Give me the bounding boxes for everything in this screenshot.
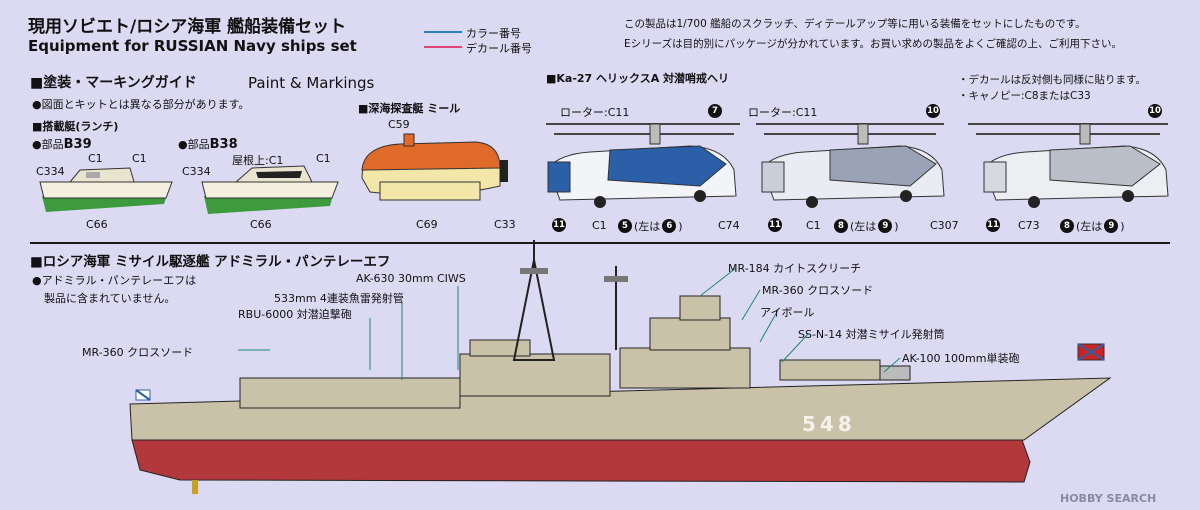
heli-heading: ■Ka-27 ヘリックスA 対潜哨戒ヘリ [546,72,730,85]
b39-label-c1b: C1 [132,152,147,165]
ship-label-ak630: AK-630 30mm CIWS [356,272,466,285]
sub-mir-drawing [361,133,508,201]
sub-label-c33: C33 [494,218,516,231]
page-title-en: Equipment for RUSSIAN Navy ships set [28,37,357,55]
heli-1-label-c1: C1 [592,219,607,232]
b39-label-c1a: C1 [88,152,103,165]
heli-3-drawing [968,123,1169,208]
ship-label-eyeball: アイボール [760,306,815,319]
b38-label-c334: C334 [182,165,211,178]
sub-label-c59: C59 [388,118,410,131]
ship-label-mr360-a: MR-360 クロスソード [82,346,194,359]
heli-3-label-c73: C73 [1018,219,1040,232]
ship-label-rbu: RBU-6000 対潜迫撃砲 [238,308,352,321]
ship-heading: ■ロシア海軍 ミサイル駆逐艦 アドミラル・パンテレーエフ [30,254,391,270]
ship-label-mr184: MR-184 カイトスクリーチ [728,262,862,275]
heli-2-decal-10: 10 [926,104,940,118]
heli-2-drawing [756,123,945,208]
paint-heading-jp: ■塗装・マーキングガイド [30,75,197,91]
ship-leader-lines [238,267,901,380]
launch-b38-drawing [201,165,339,214]
ship-label-torpedo: 533mm 4連装魚雷発射管 [274,292,404,305]
b38-label-c1: C1 [316,152,331,165]
ship-label-ssn14: SS-N-14 対潜ミサイル発射筒 [798,328,945,341]
legend-color-label: カラー番号 [466,27,521,40]
description-line-1: この製品は1/700 艦船のスクラッチ、ディテールアップ等に用いる装備をセットに… [624,18,1086,30]
heli-3-decal-10: 10 [1148,104,1162,118]
heli-note-1: ・デカールは反対側も同様に貼ります。 [958,74,1146,86]
b38-label-roof: 屋根上:C1 [232,154,284,167]
b38-label-c66: C66 [250,218,272,231]
watermark: HOBBY SEARCH [1060,492,1157,505]
paint-note: ●図面とキットとは異なる部分があります。 [32,98,250,111]
heli-1-drawing [546,123,740,208]
launch-heading: ■搭載艇(ランチ) [32,120,119,133]
heli-1-rotor-label: ローター:C11 [560,106,630,119]
heli-note-2: ・キャノピー:C8またはC33 [958,90,1091,102]
ship-label-mr360-b: MR-360 クロスソード [762,284,874,297]
heli-2-decal-11: 11 [768,218,782,232]
heli-2-label-c307: C307 [930,219,959,232]
heli-1-decal-7: 7 [708,104,722,118]
section-divider [30,242,1170,244]
b39-label-c334: C334 [36,165,65,178]
heli-1-label-c74: C74 [718,219,740,232]
sub-label-c69: C69 [416,218,438,231]
heli-1-decal-11: 11 [552,218,566,232]
launch-b39-drawing [39,167,173,212]
b39-label-c66: C66 [86,218,108,231]
ship-note-1: ●アドミラル・パンテレーエフは [32,274,197,287]
paint-heading-en: Paint & Markings [248,74,375,92]
launch-b38-caption: ●部品B38 [178,137,238,152]
ship-note-2: 製品に含まれていません。 [44,292,176,305]
sub-heading: ■深海探査艇 ミール [358,102,461,115]
heli-2-label-c1: C1 [806,219,821,232]
launch-b39-caption: ●部品B39 [32,137,92,152]
ship-label-ak100: AK-100 100mm単装砲 [902,352,1020,365]
page-title-jp: 現用ソビエト/ロシア海軍 艦船装備セット [28,17,347,37]
description-line-2: Eシリーズは目的別にパッケージが分かれています。お買い求めの製品をよくご確認の上… [624,38,1123,50]
heli-2-rotor-label: ローター:C11 [748,106,818,119]
legend-decal-label: デカール番号 [466,42,532,55]
ship-drawing [129,240,1112,494]
ship-hull-number: 548 [802,412,856,436]
heli-3-decal-11: 11 [986,218,1000,232]
